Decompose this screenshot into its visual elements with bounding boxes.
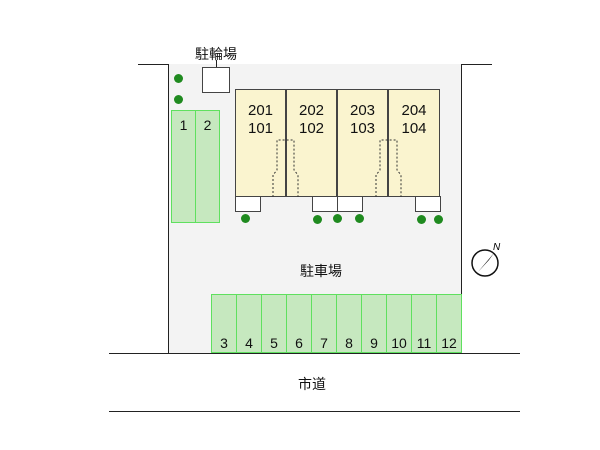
space-number: 2 [203, 117, 212, 133]
space-number: 7 [320, 335, 328, 351]
tree-icon [241, 214, 250, 223]
space-number: 8 [345, 335, 353, 351]
parking-space-2: 2 [195, 110, 220, 223]
compass: N [470, 242, 504, 278]
balcony [235, 196, 261, 212]
tree-icon [333, 214, 342, 223]
road-edge-bottom [109, 411, 520, 412]
balcony [337, 196, 363, 212]
space-number: 4 [245, 335, 253, 351]
unit-upper: 203 [349, 102, 376, 119]
tree-icon [174, 74, 183, 83]
tree-icon [417, 215, 426, 224]
parking-space-5: 5 [261, 294, 287, 353]
tree-icon [355, 214, 364, 223]
space-number: 5 [270, 335, 278, 351]
balcony [312, 196, 338, 212]
parking-space-12: 12 [436, 294, 462, 353]
unit-lower: 103 [349, 120, 376, 137]
compass-north-label: N [493, 242, 501, 253]
space-number: 11 [416, 335, 432, 351]
tree-icon [434, 215, 443, 224]
parking-space-3: 3 [211, 294, 237, 353]
parking-space-9: 9 [361, 294, 387, 353]
road-edge-top [109, 353, 520, 354]
parking-space-7: 7 [311, 294, 337, 353]
parking-lot-label: 駐車場 [300, 263, 342, 279]
parking-space-10: 10 [386, 294, 412, 353]
unit-upper: 204 [401, 102, 427, 119]
bicycle-parking-leader [216, 60, 217, 68]
compass-icon [471, 249, 499, 277]
unit-upper: 202 [298, 102, 325, 119]
unit-lower: 102 [298, 120, 325, 137]
balcony [415, 196, 441, 212]
unit-upper: 201 [247, 102, 274, 119]
space-number: 1 [179, 117, 188, 133]
parking-space-4: 4 [236, 294, 262, 353]
parking-space-6: 6 [286, 294, 312, 353]
parking-space-1: 1 [171, 110, 196, 223]
space-number: 12 [441, 335, 457, 351]
parking-space-8: 8 [336, 294, 362, 353]
space-number: 10 [391, 335, 407, 351]
tree-icon [174, 95, 183, 104]
bicycle-parking-label: 駐輪場 [195, 46, 237, 62]
tree-icon [313, 215, 322, 224]
space-number: 9 [370, 335, 378, 351]
city-road-label: 市道 [298, 376, 326, 392]
bicycle-parking-shed [202, 67, 230, 93]
unit-lower: 104 [401, 120, 427, 137]
unit-lower: 101 [247, 120, 274, 137]
space-number: 3 [220, 335, 228, 351]
space-number: 6 [295, 335, 303, 351]
parking-space-11: 11 [411, 294, 437, 353]
